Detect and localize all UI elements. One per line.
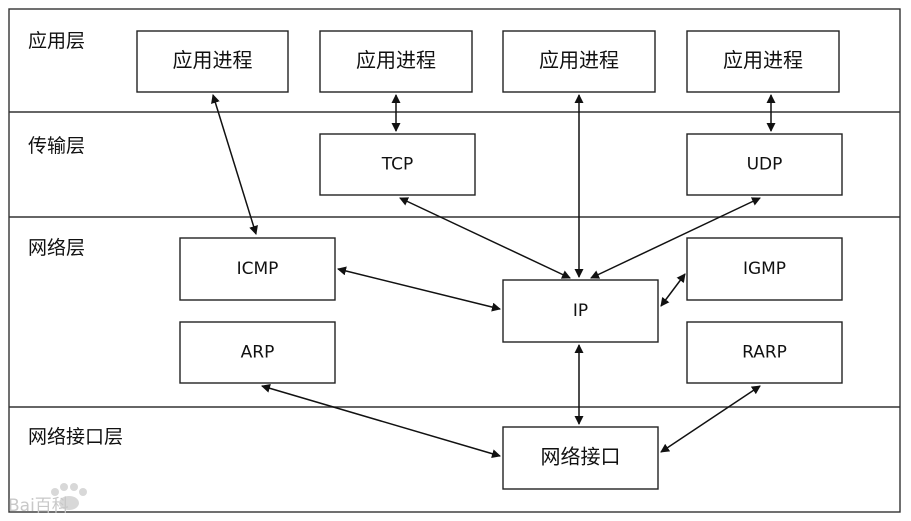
box-network-interface: 网络接口 xyxy=(502,426,659,490)
box-udp: UDP xyxy=(686,133,843,196)
arrow-icmp-ip xyxy=(337,266,501,312)
arrow-udp-ip xyxy=(590,197,761,279)
arrow-arp-netif xyxy=(261,383,501,459)
layer-label-application: 应用层 xyxy=(28,30,85,52)
layer-label-transport: 传输层 xyxy=(28,135,85,157)
box-label: 应用进程 xyxy=(356,48,436,72)
box-label: IGMP xyxy=(743,259,786,279)
watermark-text: Bai百科 xyxy=(8,496,69,516)
box-label: 网络接口 xyxy=(541,445,621,469)
diagram-frame xyxy=(8,8,901,513)
box-icmp: ICMP xyxy=(179,237,336,301)
box-label: IP xyxy=(573,301,588,321)
arrow-app1-icmp xyxy=(211,94,258,235)
box-app-process-2: 应用进程 xyxy=(319,30,473,93)
box-app-process-1: 应用进程 xyxy=(136,30,289,93)
layer-label-network: 网络层 xyxy=(28,237,85,259)
box-label: TCP xyxy=(381,155,414,175)
box-label: 应用进程 xyxy=(539,48,619,72)
box-label: UDP xyxy=(747,155,783,175)
box-tcp: TCP xyxy=(319,133,476,196)
box-rarp: RARP xyxy=(686,321,843,384)
paw-logo-icon xyxy=(51,483,87,510)
arrow-tcp-ip xyxy=(399,197,571,279)
layer-label-interface: 网络接口层 xyxy=(28,426,123,448)
box-label: 应用进程 xyxy=(723,48,803,72)
box-app-process-4: 应用进程 xyxy=(686,30,840,93)
arrow-igmp-ip xyxy=(660,273,686,307)
box-label: ICMP xyxy=(237,259,279,279)
watermark: Bai百科 xyxy=(8,483,87,516)
box-label: RARP xyxy=(742,343,787,363)
box-igmp: IGMP xyxy=(686,237,843,301)
arrow-rarp-netif xyxy=(660,385,761,453)
box-label: ARP xyxy=(241,343,275,363)
box-ip: IP xyxy=(502,279,659,343)
box-app-process-3: 应用进程 xyxy=(502,30,656,93)
box-label: 应用进程 xyxy=(173,48,253,72)
box-arp: ARP xyxy=(179,321,336,384)
